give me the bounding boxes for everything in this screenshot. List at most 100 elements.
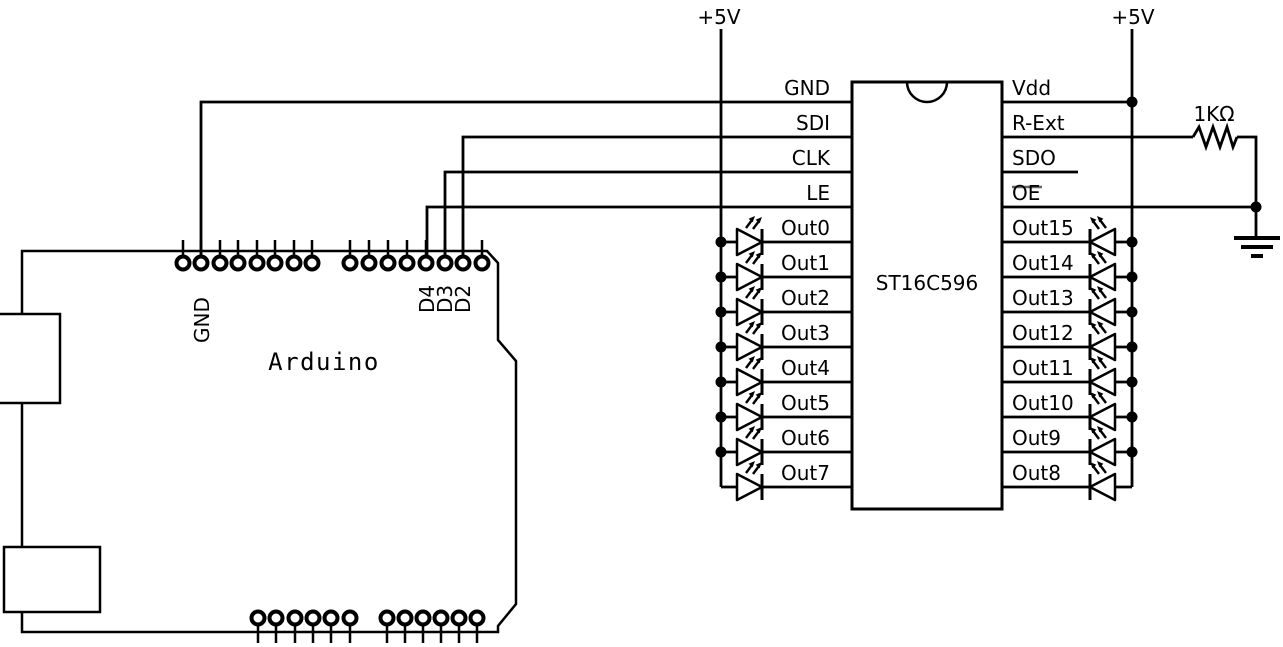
pin-hole-icon bbox=[267, 609, 285, 627]
pin-hole-icon bbox=[248, 254, 266, 272]
junction-dot bbox=[1126, 376, 1138, 388]
pin-hole-icon bbox=[454, 254, 472, 272]
pin-hole-icon bbox=[341, 609, 359, 627]
resistor-icon bbox=[1191, 122, 1239, 152]
pin-label-out11: Out11 bbox=[1012, 356, 1074, 380]
led-bank-left bbox=[721, 214, 852, 502]
junction-dot bbox=[1126, 341, 1138, 353]
pin-label-out6: Out6 bbox=[781, 426, 830, 450]
arduino-board: Arduino GND D4 D3 D2 bbox=[0, 240, 518, 643]
wire-gnd bbox=[199, 100, 852, 257]
led-icon bbox=[1088, 424, 1117, 467]
resistor-value-label: 1KΩ bbox=[1193, 102, 1234, 126]
power-label-right: +5V bbox=[1111, 5, 1154, 29]
pin-hole-icon bbox=[229, 254, 247, 272]
pin-label-oe: OE bbox=[1012, 181, 1040, 205]
power-rails: +5V +5V bbox=[697, 5, 1155, 487]
pin-hole-icon bbox=[398, 254, 416, 272]
bottom-pin-holes bbox=[249, 609, 486, 627]
pin-label-out10: Out10 bbox=[1012, 391, 1074, 415]
pin-hole-icon bbox=[378, 609, 396, 627]
pin-hole-icon bbox=[417, 254, 435, 272]
power-connector bbox=[2, 545, 102, 614]
junction-dot bbox=[715, 376, 727, 388]
pin-hole-icon bbox=[396, 609, 414, 627]
arduino-pin-label-d3: D3 bbox=[433, 285, 457, 313]
arduino-pin-label-d4: D4 bbox=[415, 285, 439, 313]
pin-hole-icon bbox=[192, 254, 210, 272]
wire-le bbox=[425, 205, 852, 257]
junction-dot bbox=[1126, 306, 1138, 318]
pin-hole-icon bbox=[303, 254, 321, 272]
pin-hole-icon bbox=[379, 254, 397, 272]
ic-body bbox=[850, 80, 1004, 511]
pin-label-vdd: Vdd bbox=[1012, 76, 1051, 100]
arduino-pin-label-gnd: GND bbox=[190, 297, 214, 343]
signal-wires bbox=[199, 100, 852, 257]
pin-hole-icon bbox=[174, 254, 192, 272]
ic-notch-icon bbox=[905, 81, 949, 104]
arduino-pin-label-d2: D2 bbox=[451, 285, 475, 313]
junction-dot bbox=[1126, 96, 1138, 108]
led-icon bbox=[735, 389, 764, 432]
pin-label-out2: Out2 bbox=[781, 286, 830, 310]
junction-dot bbox=[1126, 411, 1138, 423]
led-icon bbox=[735, 354, 764, 397]
pin-hole-icon bbox=[286, 609, 304, 627]
pin-label-out12: Out12 bbox=[1012, 321, 1074, 345]
pin-label-out13: Out13 bbox=[1012, 286, 1074, 310]
pin-label-clk: CLK bbox=[792, 146, 831, 170]
junction-dot bbox=[715, 271, 727, 283]
led-icon bbox=[735, 459, 764, 502]
junction-dot bbox=[715, 446, 727, 458]
pin-label-out0: Out0 bbox=[781, 216, 830, 240]
led-icon bbox=[735, 424, 764, 467]
led-icon bbox=[1088, 354, 1117, 397]
pin-label-out14: Out14 bbox=[1012, 251, 1074, 275]
pin-label-sdi: SDI bbox=[796, 111, 830, 135]
power-label-left: +5V bbox=[697, 5, 740, 29]
ic-part-number: ST16C596 bbox=[876, 271, 979, 295]
led-icon bbox=[735, 284, 764, 327]
junction-dot bbox=[1126, 236, 1138, 248]
pin-hole-icon bbox=[432, 609, 450, 627]
pin-hole-icon bbox=[414, 609, 432, 627]
junction-dot bbox=[715, 411, 727, 423]
ground-icon bbox=[1234, 236, 1280, 258]
junction-dot bbox=[1250, 201, 1262, 213]
usb-connector bbox=[0, 312, 62, 405]
wire-sdi bbox=[461, 135, 852, 257]
led-icon bbox=[1088, 214, 1117, 257]
ic-chip: ST16C596 GND SDI CLK LE Out0 Out1 Out2 O… bbox=[781, 76, 1074, 511]
wire-resistor-to-ground bbox=[1237, 135, 1258, 237]
led-icon bbox=[735, 319, 764, 362]
pin-label-out15: Out15 bbox=[1012, 216, 1074, 240]
junction-dot bbox=[1126, 271, 1138, 283]
junction-dot bbox=[715, 236, 727, 248]
junction-dots bbox=[715, 96, 1262, 458]
led-icon bbox=[1088, 389, 1117, 432]
pin-label-out7: Out7 bbox=[781, 461, 830, 485]
pin-label-out4: Out4 bbox=[781, 356, 830, 380]
led-icon bbox=[1088, 319, 1117, 362]
top-pin-stems bbox=[181, 240, 484, 256]
junction-dot bbox=[715, 341, 727, 353]
board-title: Arduino bbox=[268, 348, 380, 376]
led-icon bbox=[1088, 459, 1117, 502]
pin-label-le: LE bbox=[806, 181, 830, 205]
pin-hole-icon bbox=[360, 254, 378, 272]
pin-label-out1: Out1 bbox=[781, 251, 830, 275]
wire-clk bbox=[443, 170, 852, 257]
pin-hole-icon bbox=[450, 609, 468, 627]
led-icon bbox=[1088, 284, 1117, 327]
pin-hole-icon bbox=[341, 254, 359, 272]
pin-hole-icon bbox=[266, 254, 284, 272]
pin-label-out5: Out5 bbox=[781, 391, 830, 415]
junction-dot bbox=[1126, 446, 1138, 458]
pin-hole-icon bbox=[468, 609, 486, 627]
pin-label-out8: Out8 bbox=[1012, 461, 1061, 485]
led-wires-left bbox=[721, 240, 852, 489]
pin-hole-icon bbox=[473, 254, 491, 272]
